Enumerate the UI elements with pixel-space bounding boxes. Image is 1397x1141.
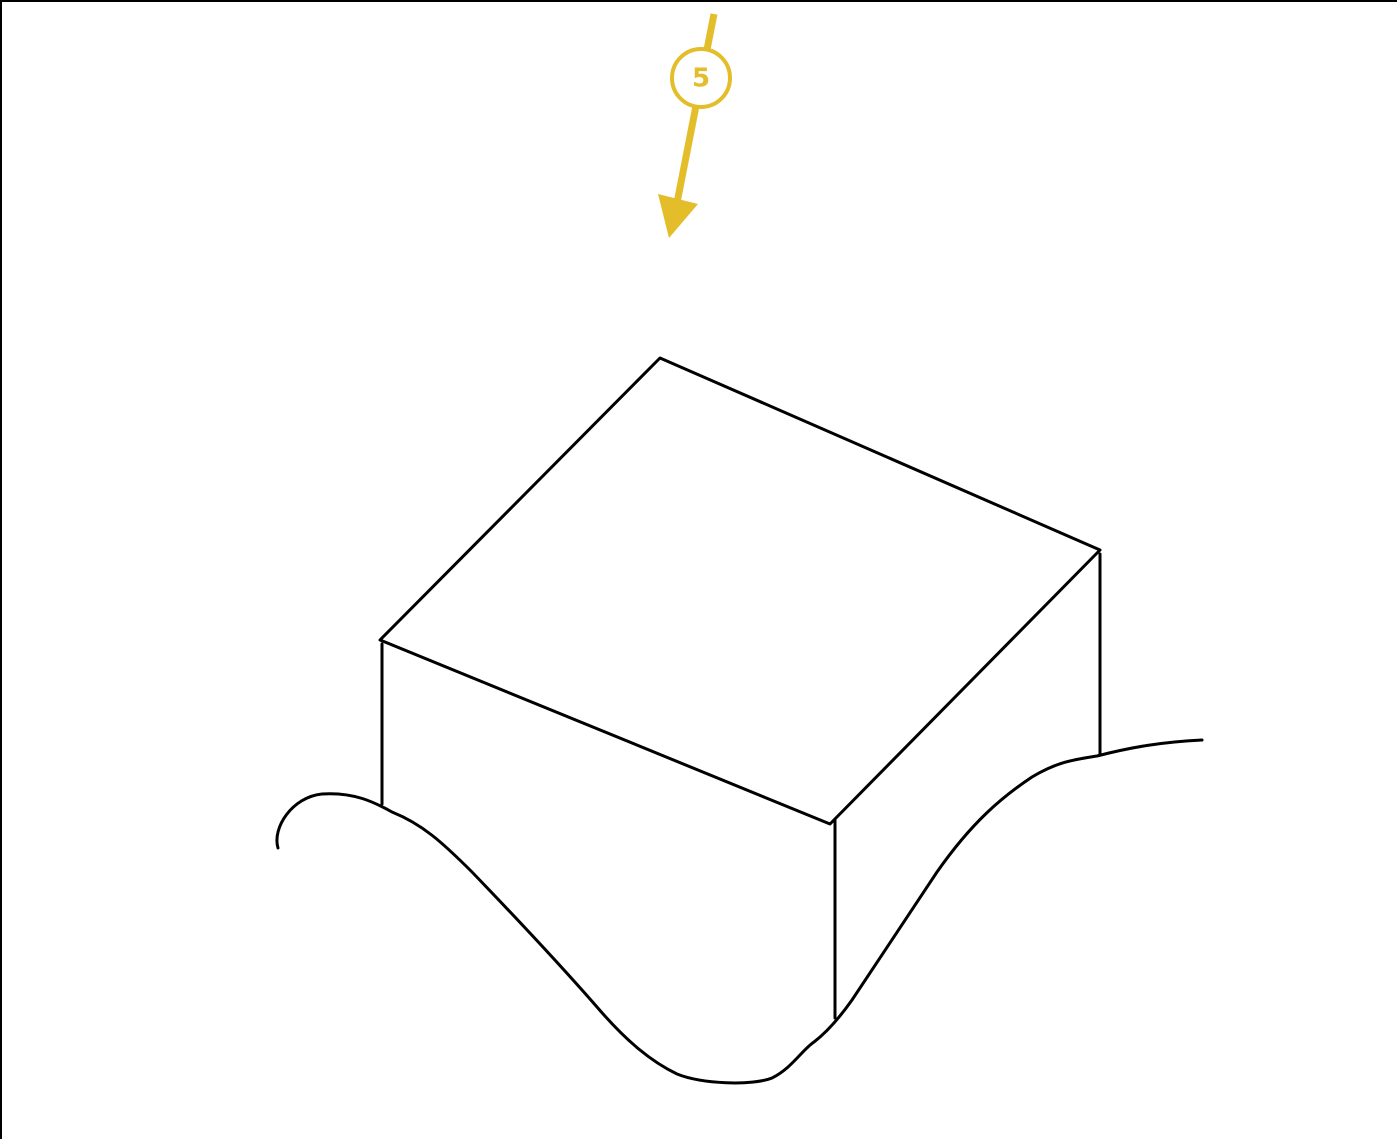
step-arrow: [658, 13, 718, 238]
terrain-curve: [275, 738, 1204, 1085]
step-number-label: 5: [692, 64, 710, 94]
cube-top-face: [378, 356, 1102, 826]
step-marker: 5: [670, 47, 732, 109]
